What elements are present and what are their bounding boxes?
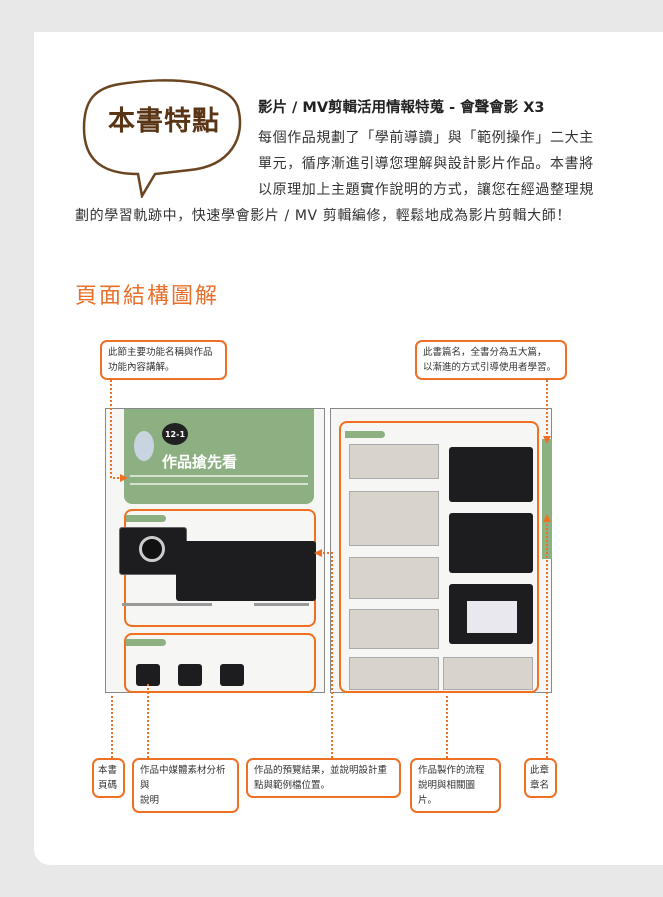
book-title: 影片 / MV剪輯活用情報特蒐 - 會聲會影 X3 xyxy=(258,100,545,116)
media-icon xyxy=(136,664,160,686)
step-box xyxy=(349,444,439,479)
callout-section-name: 此節主要功能名稱與作品功能內容講解。 xyxy=(100,340,227,380)
media-icon xyxy=(220,664,244,686)
callout-text: 以漸進的方式引導使用者學習。 xyxy=(423,362,557,373)
callout-text: 說明與相關圖片。 xyxy=(418,780,476,806)
text-line xyxy=(130,483,308,485)
callout-workflow: 作品製作的流程說明與相關圖片。 xyxy=(410,758,501,813)
right-sample-page xyxy=(330,408,552,693)
callout-part-name: 此書篇名，全書分為五大篇， 以漸進的方式引導使用者學習。 xyxy=(415,340,567,380)
intro-line: 劃的學習軌跡中，快速學會影片 / MV 剪輯編修，輕鬆地成為影片剪輯大師！ xyxy=(75,208,571,224)
media-box xyxy=(124,633,316,693)
callout-text: 此節主要功能名稱與作品 xyxy=(108,347,213,358)
callout-text: 作品的預覽結果，並說明設計重 xyxy=(254,765,388,776)
chapter-number: 12-1 xyxy=(162,423,188,445)
step-box xyxy=(349,657,439,690)
chapter-tab xyxy=(542,439,552,559)
filmstrip xyxy=(176,541,316,601)
screenshot xyxy=(449,447,533,502)
section-title: 頁面結構圖解 xyxy=(75,284,220,309)
feature-badge: 本書特點 xyxy=(108,106,220,137)
tv-mascot-icon xyxy=(134,431,154,461)
intro-line: 單元，循序漸進引導您理解與設計影片作品。本書將 xyxy=(258,156,594,172)
callout-text: 頁碼 xyxy=(98,780,118,791)
step-box xyxy=(349,491,439,546)
text-line xyxy=(130,475,308,477)
chapter-header xyxy=(124,409,314,504)
text-line xyxy=(122,603,212,606)
dialog xyxy=(467,601,517,633)
callout-text: 此書篇名，全書分為五大篇， xyxy=(423,347,547,358)
callout-media-analysis: 作品中媒體素材分析與說明 xyxy=(132,758,239,813)
text-line xyxy=(254,603,309,606)
intro-line: 每個作品規劃了「學前導讀」與「範例操作」二大主 xyxy=(258,130,594,146)
intro-line: 以原理加上主題實作說明的方式，讓您在經過整理規 xyxy=(258,182,594,198)
sample-section-title: 作品搶先看 xyxy=(162,453,238,471)
callout-text: 本書 xyxy=(98,765,118,776)
callout-text: 作品製作的流程 xyxy=(418,765,485,776)
speech-bubble-icon xyxy=(82,79,242,198)
callout-text: 此章 xyxy=(530,765,550,776)
callout-text: 章名 xyxy=(530,780,550,791)
preview-tag xyxy=(126,515,166,522)
callout-text: 說明 xyxy=(140,795,160,806)
callout-text: 作品中媒體素材分析與 xyxy=(140,765,226,791)
workflow-box xyxy=(339,421,539,693)
callout-chapter-name: 此章章名 xyxy=(524,758,557,798)
callout-page-number: 本書頁碼 xyxy=(92,758,125,798)
callout-text: 功能內容講解。 xyxy=(108,362,175,373)
step-box xyxy=(443,657,533,690)
left-sample-page: 12-1 作品搶先看 xyxy=(105,408,325,693)
disc-icon xyxy=(139,536,165,562)
callout-text: 點與範例檔位置。 xyxy=(254,780,331,791)
screenshot xyxy=(449,513,533,573)
step-box xyxy=(349,609,439,649)
media-icon xyxy=(178,664,202,686)
workflow-tag xyxy=(345,431,385,438)
media-tag xyxy=(126,639,166,646)
callout-preview: 作品的預覽結果，並說明設計重點與範例檔位置。 xyxy=(246,758,401,798)
step-box xyxy=(349,557,439,599)
